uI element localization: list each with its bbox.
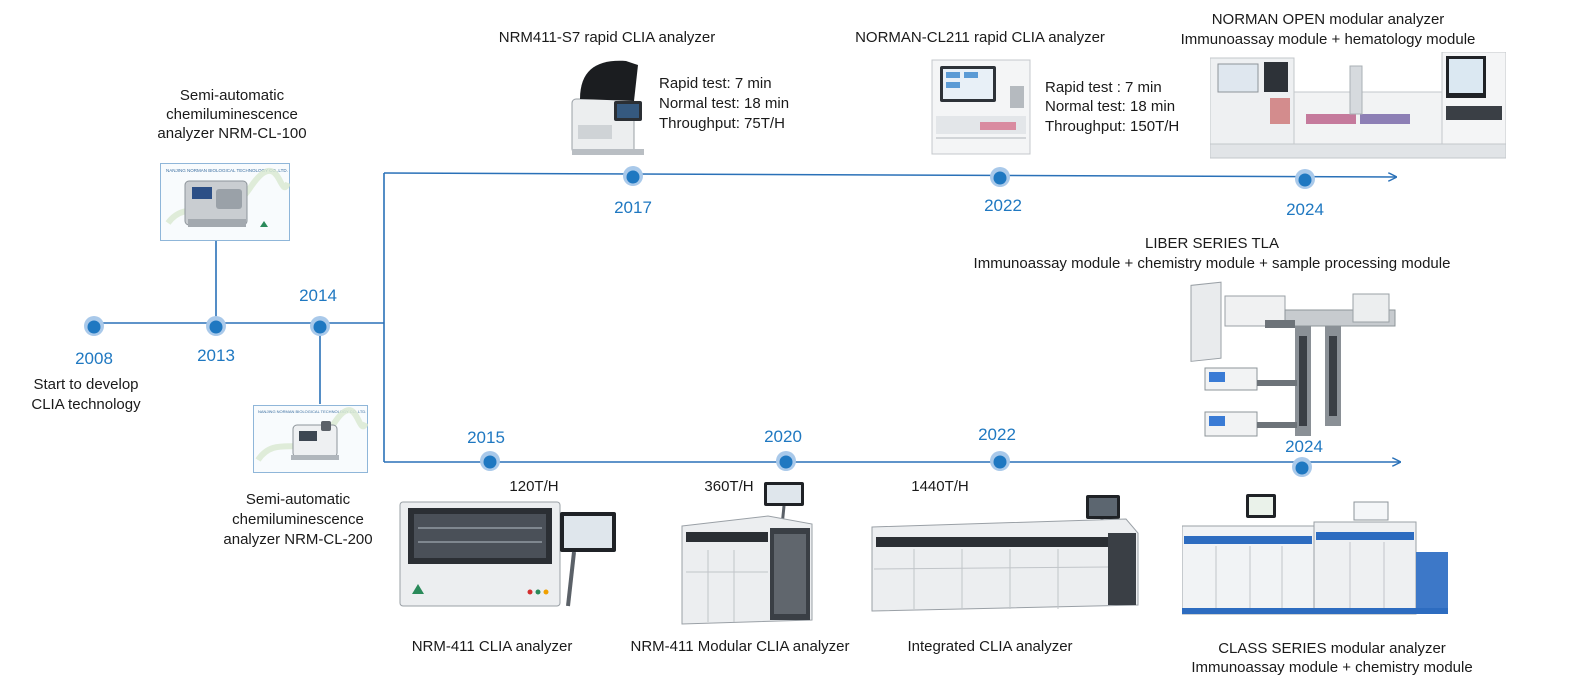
- year-2020-label: 2020: [764, 427, 802, 446]
- class-series-title-line-1: CLASS SERIES modular analyzer: [1218, 640, 1446, 657]
- nrm411-title: NRM-411 CLIA analyzer: [411, 638, 573, 655]
- start-text-line-1: Start to develop: [33, 376, 139, 393]
- year-2024-lower-label: 2024: [1285, 437, 1323, 456]
- cl200-title-line-1: Semi-automatic: [245, 491, 351, 508]
- nrm411-s7-title: NRM411-S7 rapid CLIA analyzer: [498, 29, 716, 46]
- cl200-title-line-2: chemiluminescence: [232, 511, 364, 528]
- norman-cl211-spec-normal: Normal test: 18 min: [1045, 98, 1176, 115]
- nrm411-modular-title: NRM-411 Modular CLIA analyzer: [630, 638, 850, 655]
- svg-text:NANJING NORMAN BIOLOGICAL TECH: NANJING NORMAN BIOLOGICAL TECHNOLOGY CO.…: [258, 409, 366, 414]
- year-2015-label: 2015: [467, 428, 505, 447]
- clia-analyzer-image: [399, 501, 616, 607]
- class-series-title-line-2: Immunoassay module + chemistry module: [1191, 659, 1473, 676]
- year-2013-label: 2013: [197, 346, 235, 365]
- total-lab-automation-image: [1190, 281, 1396, 437]
- norman-cl211-title: NORMAN-CL211 rapid CLIA analyzer: [855, 29, 1105, 46]
- timeline-dot-2014: [310, 316, 330, 336]
- timeline-dot-2020: [776, 451, 796, 471]
- nrm411-throughput: 120T/H: [509, 478, 559, 495]
- timeline-dot-2022-lower: [990, 451, 1010, 471]
- timeline-dot-2013: [206, 316, 226, 336]
- timeline-dot-2024-lower: [1292, 457, 1312, 477]
- norman-cl211-spec-rapid: Rapid test : 7 min: [1045, 79, 1162, 96]
- modular-clia-analyzer-image: [681, 482, 813, 625]
- liber-series-title-line-1: LIBER SERIES TLA: [1145, 235, 1279, 252]
- timeline-dot-2017: [623, 166, 643, 186]
- year-2024-upper-label: 2024: [1286, 200, 1324, 219]
- cl100-title-line-3: analyzer NRM-CL-100: [157, 125, 307, 142]
- liber-series-title-line-2: Immunoassay module + chemistry module + …: [973, 255, 1451, 272]
- norman-open-title-line-2: Immunoassay module + hematology module: [1180, 31, 1476, 48]
- cl100-title-line-2: chemiluminescence: [166, 106, 298, 123]
- norman-open-title-line-1: NORMAN OPEN modular analyzer: [1211, 11, 1445, 28]
- nrm411-s7-spec-throughput: Throughput: 75T/H: [659, 115, 785, 132]
- rapid-analyzer-image: [571, 60, 644, 155]
- year-2017-label: 2017: [614, 198, 652, 217]
- year-2008-label: 2008: [75, 349, 113, 368]
- rapid-analyzer-image: [931, 59, 1031, 155]
- semi-automatic-analyzer-image: NANJING NORMAN BIOLOGICAL TECHNOLOGY CO.…: [253, 405, 368, 473]
- cl200-title-line-3: analyzer NRM-CL-200: [223, 531, 373, 548]
- svg-text:NANJING NORMAN BIOLOGICAL TECH: NANJING NORMAN BIOLOGICAL TECHNOLOGY CO.…: [166, 168, 288, 173]
- semi-automatic-analyzer-image: NANJING NORMAN BIOLOGICAL TECHNOLOGY CO.…: [160, 163, 290, 241]
- modular-analyzer-image: [1210, 52, 1506, 159]
- nrm411-s7-spec-rapid: Rapid test: 7 min: [659, 75, 772, 92]
- class-series-analyzer-image: [1182, 494, 1448, 615]
- nrm411-s7-spec-normal: Normal test: 18 min: [659, 95, 790, 112]
- integrated-title: Integrated CLIA analyzer: [907, 638, 1073, 655]
- timeline-dot-2008: [84, 316, 104, 336]
- norman-cl211-spec-throughput: Throughput: 150T/H: [1045, 118, 1180, 135]
- integrated-clia-analyzer-image: [871, 495, 1139, 612]
- integrated-throughput: 1440T/H: [911, 478, 969, 495]
- timeline-dot-2022-upper: [990, 167, 1010, 187]
- timeline-dot-2024-upper: [1295, 169, 1315, 189]
- nrm411-modular-throughput: 360T/H: [704, 478, 754, 495]
- cl100-title-line-1: Semi-automatic: [179, 87, 285, 104]
- start-text-line-2: CLIA technology: [31, 396, 141, 413]
- timeline-dot-2015: [480, 451, 500, 471]
- year-2022-upper-label: 2022: [984, 196, 1022, 215]
- upper-timeline-line: [383, 172, 1396, 177]
- year-2014-label: 2014: [299, 286, 337, 305]
- year-2022-lower-label: 2022: [978, 425, 1016, 444]
